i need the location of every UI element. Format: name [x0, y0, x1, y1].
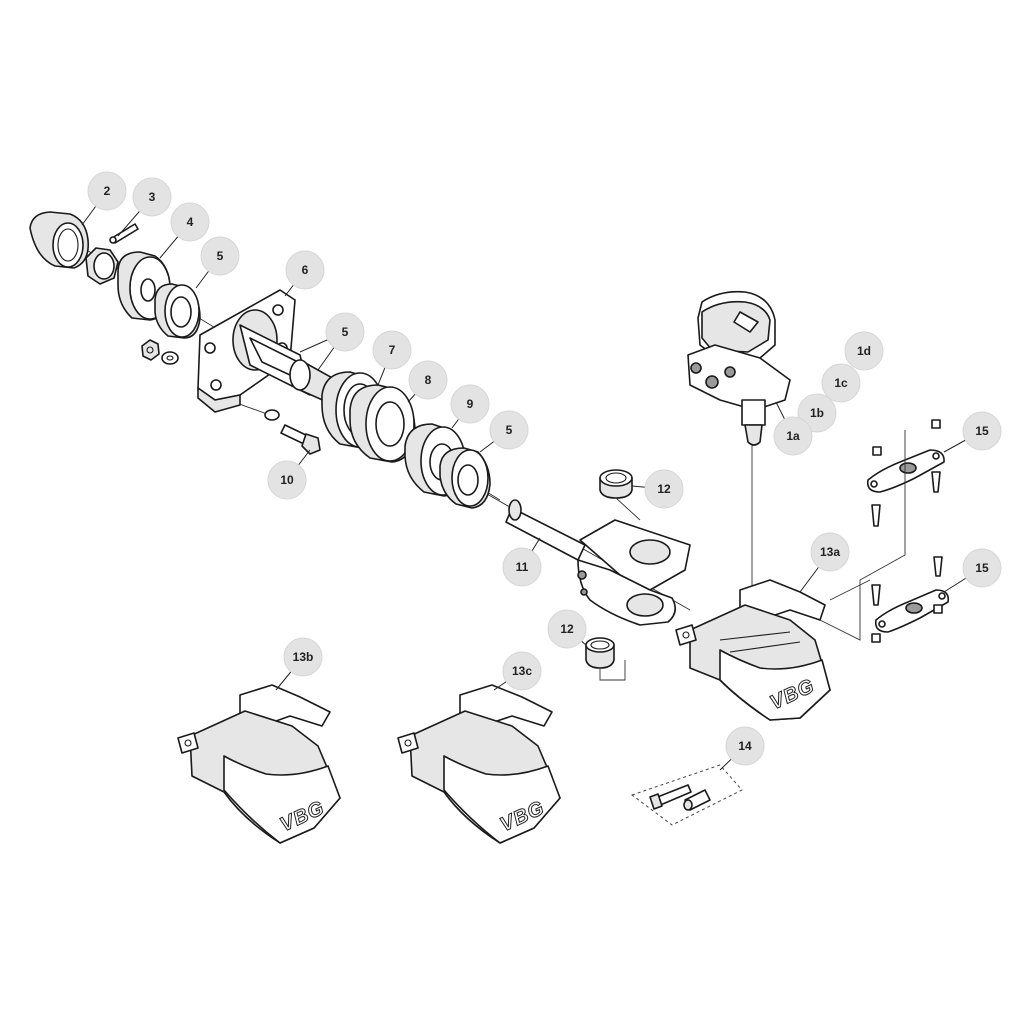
cotter-pin-part: [109, 223, 139, 244]
svg-text:5: 5: [342, 325, 349, 339]
flange-plate-part: [197, 289, 346, 413]
callout-5: 5: [489, 410, 529, 450]
svg-text:8: 8: [425, 373, 432, 387]
svg-text:5: 5: [506, 423, 513, 437]
callout-1c: 1c: [821, 363, 861, 403]
svg-text:1b: 1b: [810, 406, 824, 420]
svg-text:2: 2: [104, 184, 111, 198]
svg-text:9: 9: [467, 397, 474, 411]
hinge-plate-upper-part: [866, 449, 945, 493]
svg-text:15: 15: [975, 561, 989, 575]
bushing-ring-part: [154, 283, 201, 339]
callout-13a: 13a: [810, 532, 850, 572]
dashed-guide-lines: [599, 497, 641, 681]
callout-9: 9: [450, 384, 490, 424]
callout-10: 10: [267, 460, 307, 500]
svg-text:1d: 1d: [857, 344, 871, 358]
svg-text:12: 12: [657, 482, 671, 496]
svg-text:11: 11: [516, 560, 529, 574]
bushing-upper-part: [599, 469, 633, 499]
hinge-bolts-part: [871, 419, 943, 643]
callout-12: 12: [547, 609, 587, 649]
callout-8: 8: [408, 360, 448, 400]
assembly-guide-lines: [819, 430, 906, 641]
coupling-head-part: [687, 290, 791, 590]
callout-15: 15: [962, 411, 1002, 451]
svg-text:3: 3: [149, 190, 156, 204]
callout-14: 14: [725, 726, 765, 766]
callout-7: 7: [372, 330, 412, 370]
hinge-plate-lower-part: [874, 589, 950, 633]
svg-text:13b: 13b: [293, 650, 314, 664]
callout-1b: 1b: [797, 393, 837, 433]
callout-15: 15: [962, 548, 1002, 588]
spacer-ring-part: [349, 384, 416, 463]
svg-text:7: 7: [389, 343, 396, 357]
svg-text:14: 14: [738, 739, 752, 753]
svg-text:12: 12: [560, 622, 574, 636]
callout-1a: 1a: [773, 416, 813, 456]
svg-text:6: 6: [302, 263, 309, 277]
svg-text:5: 5: [217, 249, 224, 263]
bushing-lower-part: [585, 637, 615, 669]
svg-text:4: 4: [187, 215, 194, 229]
coupling-mount-13c-part: VBG: [397, 684, 561, 844]
coupling-mount-13b-part: VBG: [177, 684, 341, 844]
end-cap-part: [29, 211, 90, 269]
callout-4: 4: [170, 202, 210, 242]
svg-text:1a: 1a: [786, 429, 800, 443]
small-nut-part: [141, 339, 160, 361]
flat-washer-part: [264, 409, 280, 421]
svg-text:1c: 1c: [834, 376, 848, 390]
callout-5: 5: [200, 236, 240, 276]
callout-3: 3: [132, 177, 172, 217]
callout-6: 6: [285, 250, 325, 290]
small-washer-part: [161, 351, 179, 365]
svg-text:13c: 13c: [512, 664, 532, 678]
drawbar-shaft-part: [505, 499, 691, 626]
castle-nut-part: [85, 247, 119, 285]
callout-1d: 1d: [844, 331, 884, 371]
svg-text:13a: 13a: [820, 545, 840, 559]
svg-text:15: 15: [975, 424, 989, 438]
screw-kit-part: [630, 764, 743, 826]
callout-13b: 13b: [283, 637, 323, 677]
callout-11: 11: [502, 547, 542, 587]
svg-text:10: 10: [280, 473, 294, 487]
coupling-mount-13a-part: VBG: [675, 579, 831, 721]
bushing-ring-part: [439, 447, 491, 509]
callout-13c: 13c: [502, 651, 542, 691]
callout-12: 12: [644, 469, 684, 509]
callout-2: 2: [87, 171, 127, 211]
bolt-part: [280, 424, 321, 455]
callout-5: 5: [325, 312, 365, 352]
